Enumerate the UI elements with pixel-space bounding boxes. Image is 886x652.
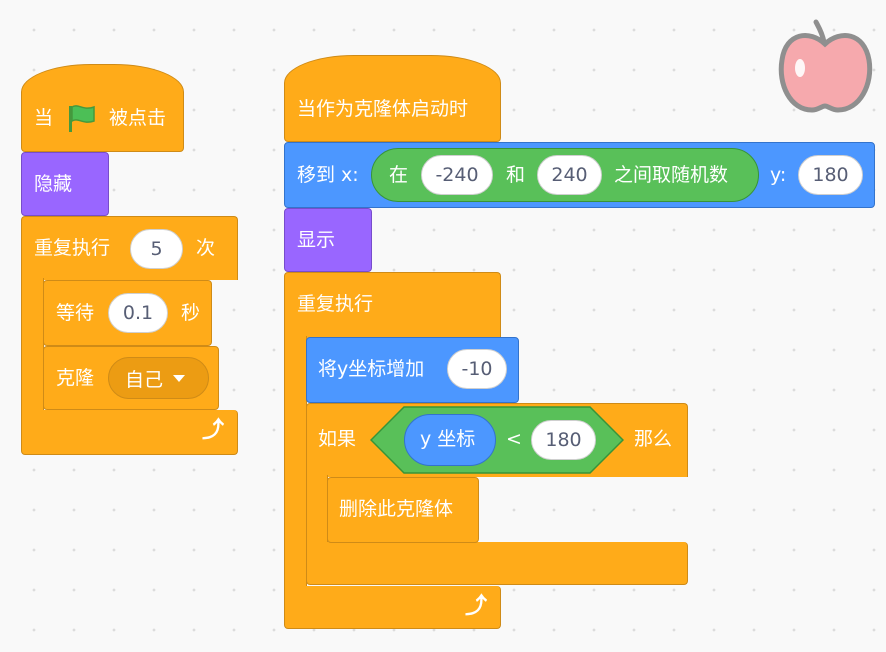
if-label: 如果 bbox=[318, 428, 357, 450]
repeat-unit-label: 次 bbox=[196, 237, 216, 259]
random-and-label: 和 bbox=[506, 164, 526, 186]
goto-x-label: 移到 x: bbox=[297, 164, 359, 186]
repeat-footer bbox=[21, 410, 238, 455]
forever-block[interactable] bbox=[284, 272, 501, 338]
hide-block[interactable] bbox=[21, 152, 109, 216]
clone-label: 克隆 bbox=[56, 367, 95, 389]
chevron-down-icon bbox=[173, 374, 186, 382]
y-position-label: y 坐标 bbox=[420, 428, 476, 450]
green-flag-icon bbox=[69, 105, 95, 132]
then-label: 那么 bbox=[634, 428, 673, 450]
random-from-input[interactable]: -240 bbox=[421, 155, 493, 195]
change-y-input[interactable]: -10 bbox=[447, 349, 507, 389]
repeat-arrow-icon: ⤴ bbox=[202, 418, 225, 443]
clone-hat-label: 当作为克隆体启动时 bbox=[297, 98, 469, 120]
repeat-label: 重复执行 bbox=[34, 237, 111, 259]
wait-seconds-input[interactable]: 0.1 bbox=[108, 293, 168, 333]
show-block[interactable] bbox=[284, 208, 372, 272]
less-than-symbol: < bbox=[506, 428, 522, 450]
wait-label: 等待 bbox=[56, 302, 95, 324]
when-start-as-clone-block[interactable] bbox=[284, 55, 501, 142]
if-footer bbox=[306, 542, 688, 585]
clicked-label: 被点击 bbox=[109, 107, 167, 129]
forever-label: 重复执行 bbox=[297, 293, 374, 315]
y-position-reporter[interactable] bbox=[404, 414, 496, 466]
repeat-count-input[interactable]: 5 bbox=[130, 229, 183, 269]
forever-footer bbox=[284, 586, 501, 629]
random-in-label: 在 bbox=[389, 164, 409, 186]
goto-y-input[interactable]: 180 bbox=[798, 155, 863, 195]
delete-clone-block[interactable] bbox=[327, 477, 479, 543]
hide-label: 隐藏 bbox=[34, 173, 73, 195]
clone-target-dropdown[interactable]: 自己 bbox=[108, 357, 209, 399]
sprite-apple-icon bbox=[778, 19, 873, 113]
repeat-arm bbox=[21, 278, 44, 412]
clone-target-value: 自己 bbox=[125, 368, 164, 391]
repeat-block[interactable] bbox=[21, 216, 238, 280]
when-flag-clicked-block[interactable] bbox=[21, 64, 184, 152]
when-label: 当 bbox=[34, 107, 54, 129]
change-y-label: 将y坐标增加 bbox=[318, 358, 425, 380]
wait-unit-label: 秒 bbox=[181, 302, 201, 324]
forever-arm bbox=[284, 336, 307, 588]
if-arm bbox=[306, 475, 328, 544]
compare-value-input[interactable]: 180 bbox=[531, 420, 596, 460]
show-label: 显示 bbox=[297, 229, 336, 251]
random-pick-label: 之间取随机数 bbox=[614, 164, 729, 186]
random-to-input[interactable]: 240 bbox=[537, 155, 602, 195]
forever-arrow-icon: ⤴ bbox=[465, 594, 488, 619]
goto-y-label: y: bbox=[770, 164, 787, 186]
delete-clone-label: 删除此克隆体 bbox=[339, 498, 454, 520]
